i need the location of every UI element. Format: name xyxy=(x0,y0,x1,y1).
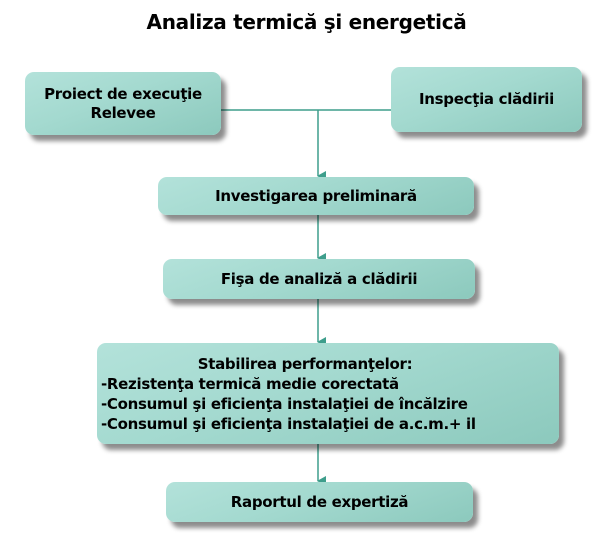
box-fisa-label: Fişa de analiză a clădirii xyxy=(220,269,418,288)
box-raport-label: Raportul de expertiză xyxy=(230,492,409,511)
box-proiect-line-2: Relevee xyxy=(90,103,156,122)
box-inspectia-label: Inspecţia clădirii xyxy=(419,90,554,108)
box-raportul-de-expertiza: Raportul de expertiză xyxy=(166,482,473,522)
box-stabilire-item-2: -Consumul şi eficienţa instalaţiei de în… xyxy=(101,394,468,413)
box-stabilire-item-3: -Consumul şi eficienţa instalaţiei de a.… xyxy=(101,414,476,433)
box-fisa-de-analiza: Fişa de analiză a clădirii xyxy=(163,259,475,299)
box-investigarea-preliminara: Investigarea preliminară xyxy=(158,177,474,215)
box-proiect-relevee: Proiect de execuţie Relevee xyxy=(25,72,221,135)
box-inspectia-cladirii: Inspecţia clădirii xyxy=(391,67,582,132)
box-stabilirea-performantelor: Stabilirea performanţelor: -Rezistenţa t… xyxy=(97,343,559,444)
box-investigare-label: Investigarea preliminară xyxy=(215,186,417,205)
box-stabilire-item-1: -Rezistenţa termică medie corectată xyxy=(101,374,399,393)
diagram-title: Analiza termică şi energetică xyxy=(146,10,467,34)
box-stabilire-heading: Stabilirea performanţelor: xyxy=(197,354,413,373)
box-proiect-line-1: Proiect de execuţie xyxy=(44,84,202,103)
